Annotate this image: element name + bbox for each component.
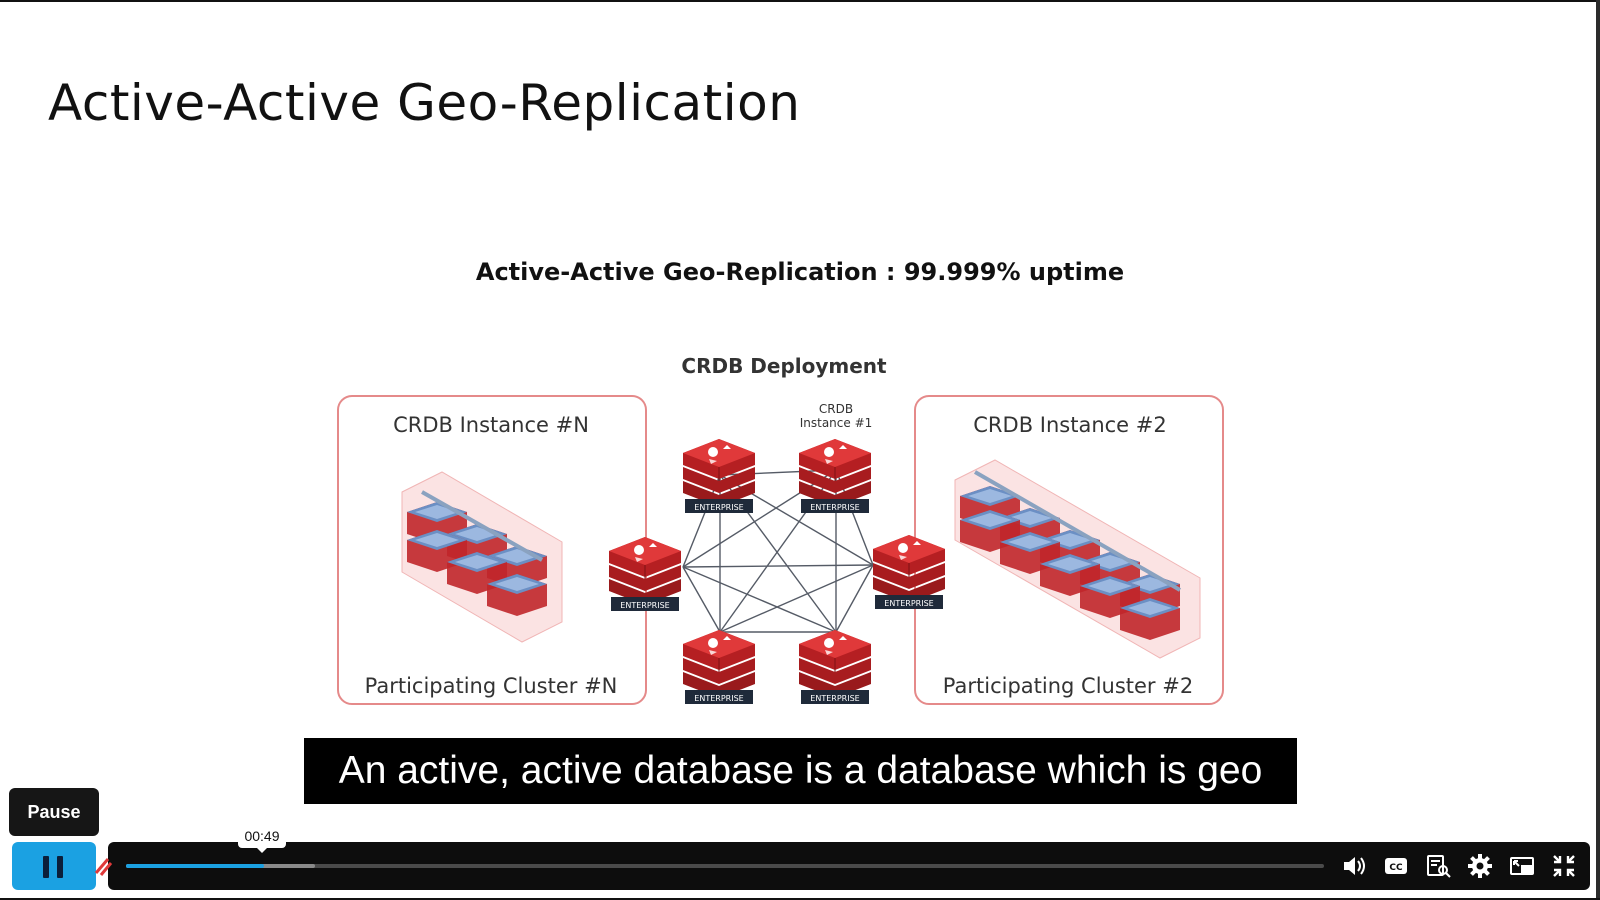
player-control-bar [108,842,1590,890]
redis-node-bottom-right: ENTERPRISE [798,629,872,705]
closed-captions-icon[interactable]: CC [1382,852,1410,880]
pause-tooltip: Pause [9,788,99,836]
left-cluster-rack-illustration [401,471,563,643]
settings-icon[interactable] [1466,852,1494,880]
window-bottom-border [0,898,1600,900]
svg-text:ENTERPRISE: ENTERPRISE [884,599,933,608]
right-cluster-footer: Participating Cluster #2 [943,674,1193,698]
pause-icon-bar [57,856,63,878]
picture-in-picture-icon[interactable] [1508,852,1536,880]
brand-logo-icon [94,858,113,876]
transcript-icon[interactable] [1424,852,1452,880]
right-cluster-rack-illustration [954,459,1201,659]
right-cluster-title: CRDB Instance #2 [973,413,1166,437]
progress-played [126,864,264,868]
svg-text:ENTERPRISE: ENTERPRISE [694,503,743,512]
subtitle-caption: An active, active database is a database… [304,738,1297,804]
volume-icon[interactable] [1340,852,1368,880]
pause-button[interactable] [12,842,96,890]
svg-text:ENTERPRISE: ENTERPRISE [620,601,669,610]
left-cluster-title: CRDB Instance #N [393,413,589,437]
svg-text:ENTERPRISE: ENTERPRISE [694,694,743,703]
slide-title: Active-Active Geo-Replication [48,74,801,132]
svg-text:CC: CC [1389,863,1403,873]
left-cluster-footer: Participating Cluster #N [365,674,618,698]
scrollbar[interactable] [1596,0,1600,900]
redis-node-right: ENTERPRISE [872,534,946,610]
time-tooltip: 00:49 [238,824,286,853]
pause-icon [43,856,49,878]
exit-fullscreen-icon[interactable] [1550,852,1578,880]
window-top-border [0,0,1600,2]
center-instance-label-2: Instance #1 [800,416,873,430]
diagram-heading: Active-Active Geo-Replication : 99.999% … [475,258,1125,286]
progress-bar[interactable] [126,864,1324,868]
svg-text:ENTERPRISE: ENTERPRISE [810,694,859,703]
redis-node-bottom-left: ENTERPRISE [682,629,756,705]
redis-node-left: ENTERPRISE [608,536,682,612]
redis-node-top-right: ENTERPRISE [798,438,872,514]
center-instance-label: CRDB [819,402,853,416]
svg-text:ENTERPRISE: ENTERPRISE [810,503,859,512]
redis-node-top-left: ENTERPRISE [682,438,756,514]
diagram-title: CRDB Deployment [681,354,887,378]
